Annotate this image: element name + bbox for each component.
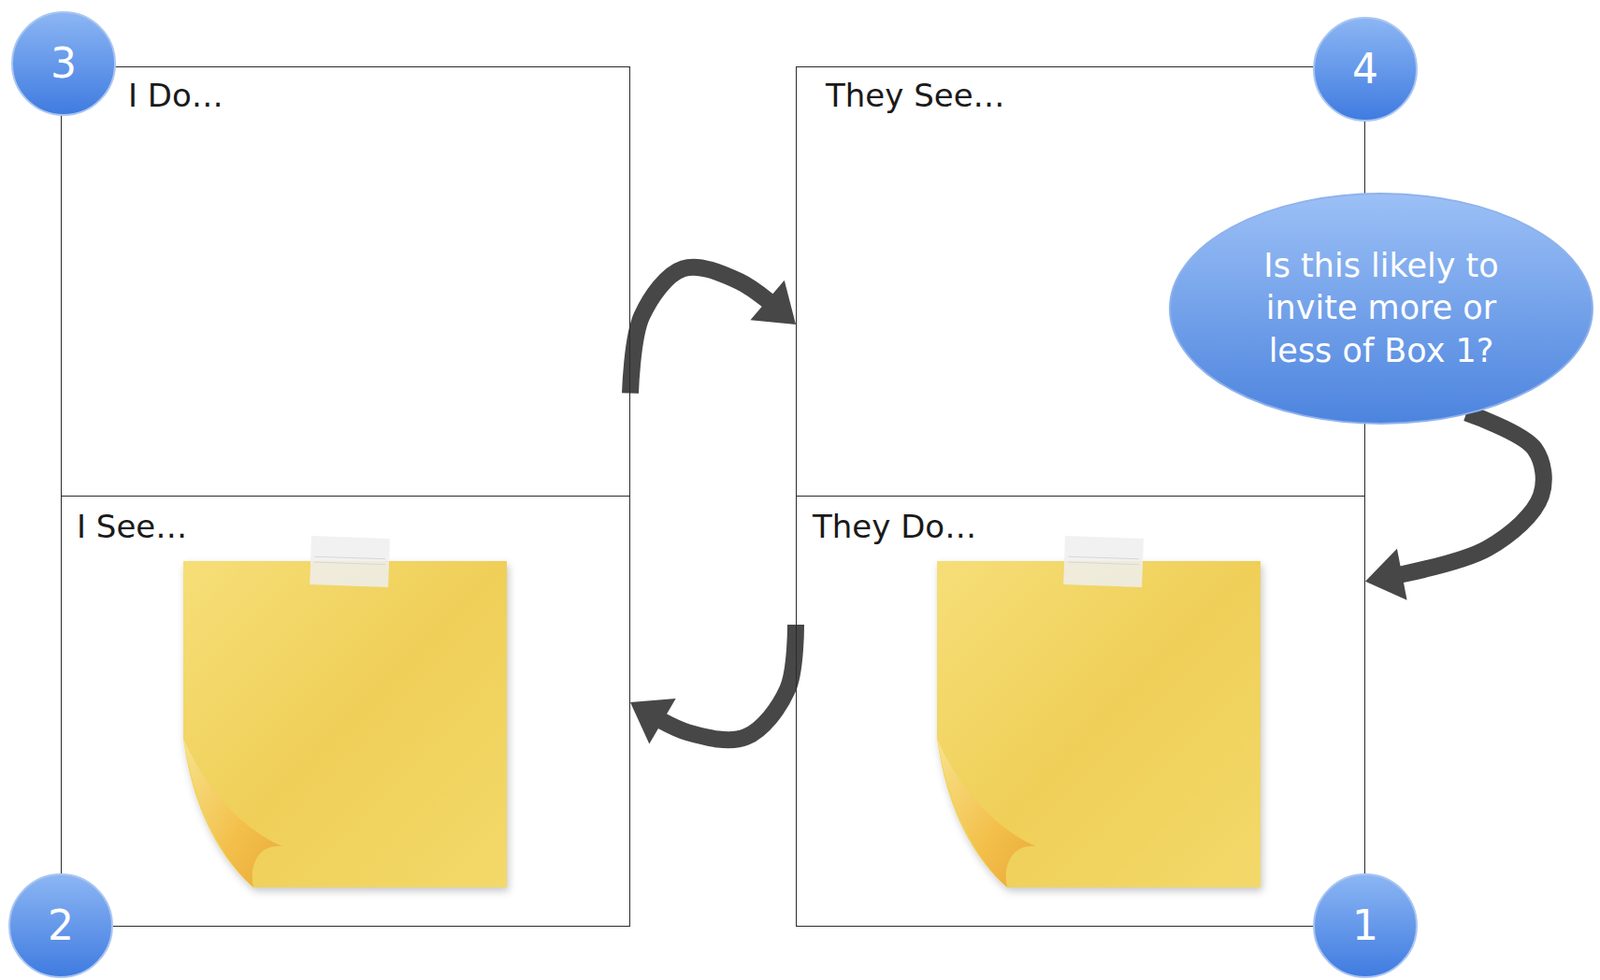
circle-outline <box>9 874 113 978</box>
box-heading: They See… <box>825 76 1365 116</box>
step-number-circle: 2 <box>7 872 115 980</box>
box-heading: I See… <box>76 507 630 547</box>
step-number: 3 <box>50 43 77 85</box>
step-number-circle: 3 <box>10 10 117 117</box>
ellipse-outline <box>1169 193 1593 424</box>
arrow-head <box>749 280 796 325</box>
box-heading: They Do… <box>812 507 1365 547</box>
circle-outline <box>1313 17 1417 121</box>
circle-outline <box>1313 874 1417 978</box>
arrow-shaft <box>630 267 796 394</box>
box-heading: I Do… <box>128 76 630 116</box>
sticky-note <box>936 535 1261 888</box>
arrow-head <box>1365 548 1408 601</box>
callout-text: Is this likely to invite more or less of… <box>1240 245 1522 374</box>
step-number: 2 <box>47 905 74 947</box>
circle-outline <box>12 12 116 116</box>
quadrant-box: They Do… <box>795 495 1366 928</box>
quadrant-box: I See… <box>60 495 631 928</box>
step-number-circle: 4 <box>1311 15 1419 123</box>
step-number: 4 <box>1352 48 1379 90</box>
arrow-head <box>630 698 677 744</box>
curved-arrow <box>630 624 796 744</box>
quadrant-box: I Do… <box>60 66 631 497</box>
sticky-note <box>183 535 507 888</box>
curved-arrow <box>630 267 796 394</box>
step-number-circle: 1 <box>1311 872 1419 980</box>
curved-arrow <box>1365 413 1544 601</box>
step-number: 1 <box>1352 905 1379 947</box>
question-callout: Is this likely to invite more or less of… <box>1167 191 1595 426</box>
